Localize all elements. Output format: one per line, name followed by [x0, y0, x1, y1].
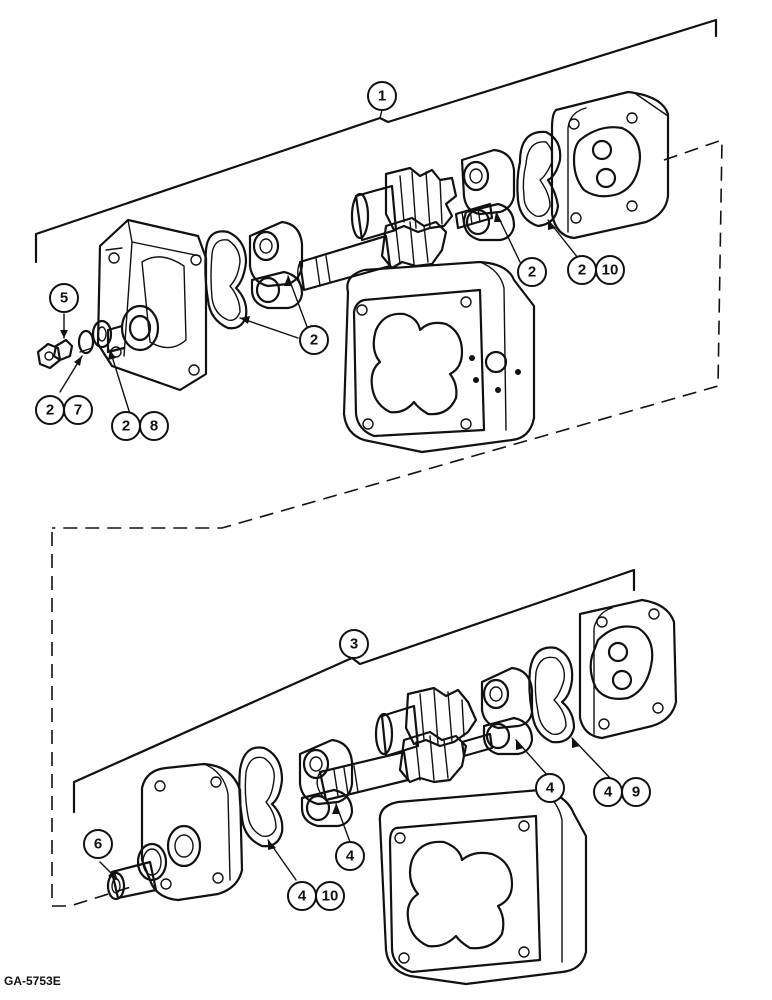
bottom-leader-lines	[99, 655, 613, 881]
callouts: 1 2 2 2 10 5 2 7 2 8 3 4 4 9 4 6 4 10	[35, 81, 651, 911]
callout-2-top-left-ring: 2	[299, 325, 329, 355]
svg-text:10: 10	[602, 262, 619, 279]
top-gear-set	[297, 166, 494, 292]
top-bracket-line	[34, 18, 718, 264]
callout-8: 8	[139, 411, 169, 441]
bottom-assembly	[51, 532, 678, 986]
bottom-front-cover	[140, 762, 244, 902]
top-bearing-block-right	[460, 148, 516, 242]
svg-text:4: 4	[346, 848, 355, 865]
top-bearing-block-left	[248, 220, 304, 310]
svg-text:1: 1	[378, 88, 386, 105]
callout-4-bottom-right-block: 4	[535, 773, 565, 803]
svg-text:6: 6	[94, 836, 102, 853]
svg-text:4: 4	[298, 888, 307, 905]
svg-text:2: 2	[578, 262, 586, 279]
callout-5: 5	[49, 283, 79, 313]
svg-text:8: 8	[150, 418, 158, 435]
bottom-pump-body	[378, 788, 588, 986]
bottom-inlet-fitting	[106, 842, 168, 901]
svg-text:2: 2	[46, 402, 54, 419]
svg-text:3: 3	[350, 636, 358, 653]
callout-1: 1	[367, 81, 397, 111]
callout-6: 6	[83, 829, 113, 859]
callout-4-bottom-left-block: 4	[335, 841, 365, 871]
svg-text:5: 5	[60, 290, 68, 307]
drawing-reference-code: GA-5753E	[4, 974, 61, 988]
callout-3: 3	[339, 629, 369, 659]
svg-text:4: 4	[604, 784, 613, 801]
top-seal-ring-left	[204, 230, 248, 330]
callout-2-washer: 2	[35, 395, 65, 425]
callout-7: 7	[63, 395, 93, 425]
bottom-seal-ring-left	[238, 746, 284, 848]
bottom-gear-set	[316, 686, 494, 802]
callout-4-bottom-right-ring: 4	[593, 777, 623, 807]
callout-4-bottom-left-ring: 4	[287, 881, 317, 911]
callout-2-top-right-block: 2	[517, 257, 547, 287]
svg-text:2: 2	[310, 332, 318, 349]
callout-10-top: 10	[595, 255, 625, 285]
callout-10-bottom: 10	[315, 881, 345, 911]
callout-9: 9	[621, 777, 651, 807]
bottom-bracket-line	[72, 568, 636, 814]
bottom-bearing-block-left	[298, 738, 354, 828]
callout-2-top-right-ring: 2	[567, 255, 597, 285]
svg-text:9: 9	[632, 784, 640, 801]
bottom-rear-cover	[578, 598, 678, 740]
top-front-cover	[96, 218, 208, 392]
svg-text:4: 4	[546, 780, 555, 797]
svg-text:7: 7	[74, 402, 82, 419]
svg-text:10: 10	[322, 888, 339, 905]
top-assembly	[34, 18, 723, 529]
top-pump-body	[342, 260, 536, 454]
bottom-dashed-outline	[51, 532, 135, 907]
top-rear-cover	[550, 90, 670, 240]
bottom-seal-ring-right	[528, 646, 576, 744]
top-shaft-fasteners	[36, 319, 113, 370]
svg-text:2: 2	[528, 264, 536, 281]
top-seal-ring-right	[516, 130, 562, 228]
svg-text:2: 2	[122, 418, 130, 435]
callout-2-seal: 2	[111, 411, 141, 441]
top-leader-lines	[59, 109, 579, 415]
bottom-bearing-block-right	[480, 666, 534, 756]
